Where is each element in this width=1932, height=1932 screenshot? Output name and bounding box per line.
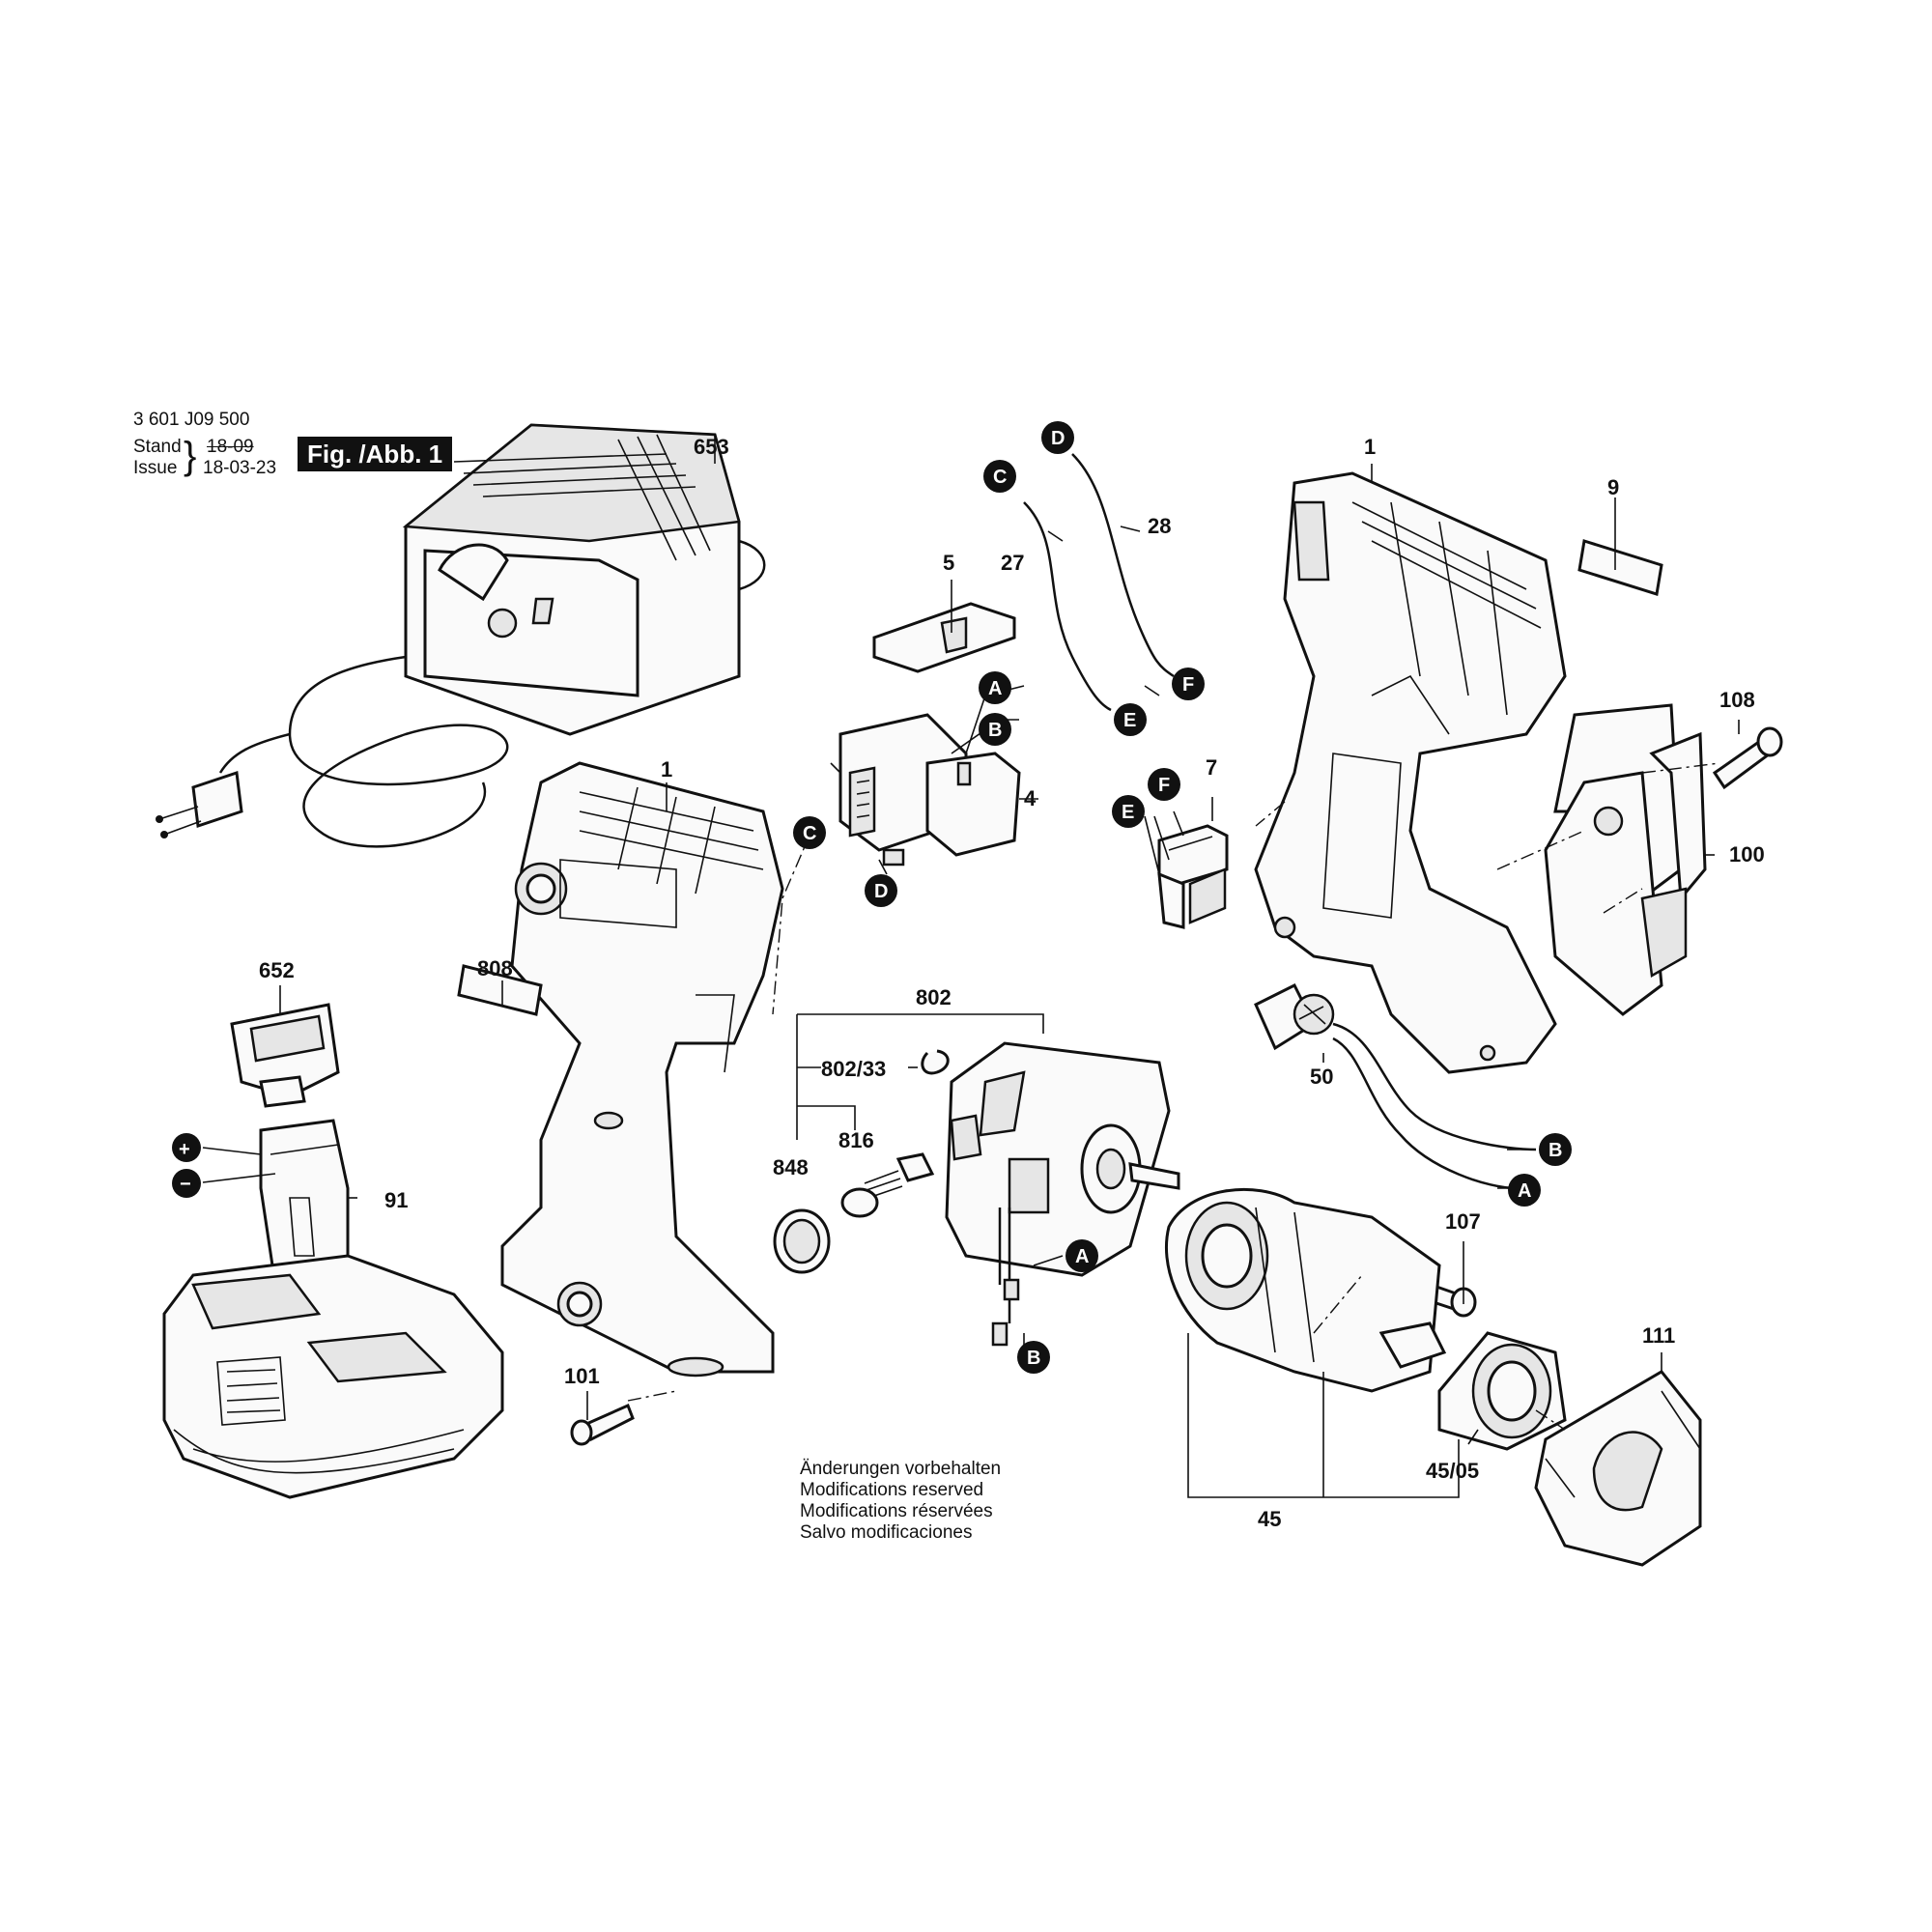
minus-symbol: −: [172, 1169, 201, 1198]
label-848: 848: [773, 1155, 809, 1179]
connector-a-switch: A: [979, 671, 1011, 704]
nameplate-drawing: [457, 964, 543, 1016]
connector-c-switch: C: [793, 816, 826, 849]
label-45-05: 45/05: [1426, 1459, 1479, 1483]
impact-mechanism-drawing: [1164, 1187, 1447, 1393]
label-4: 4: [1024, 786, 1037, 810]
issue-label: Issue: [133, 458, 178, 478]
label-9: 9: [1607, 475, 1619, 499]
cables-drawing: [1023, 453, 1175, 712]
label-45: 45: [1258, 1507, 1281, 1531]
brace: }: [184, 435, 197, 477]
svg-text:F: F: [1182, 674, 1194, 696]
old-date: 18-09: [207, 437, 254, 457]
label-802-33: 802/33: [821, 1057, 886, 1081]
sleeve-drawing: [1534, 1370, 1702, 1567]
label-1-right: 1: [1364, 435, 1376, 459]
connector-b-switch: B: [979, 713, 1011, 746]
svg-text:C: C: [993, 467, 1007, 488]
label-50: 50: [1310, 1065, 1333, 1089]
connector-a-motor: A: [1065, 1239, 1098, 1272]
svg-text:D: D: [874, 881, 888, 902]
figure-label: Fig. /Abb. 1: [298, 437, 453, 471]
label-7: 7: [1206, 755, 1217, 780]
svg-text:D: D: [1051, 428, 1065, 449]
note-de: Änderungen vorbehalten: [800, 1459, 1002, 1479]
label-1-left: 1: [661, 757, 672, 781]
label-816: 816: [838, 1128, 874, 1152]
label-101: 101: [564, 1364, 600, 1388]
note-fr: Modifications réservées: [800, 1501, 993, 1521]
label-653: 653: [694, 435, 729, 459]
screw-101-drawing: [570, 1403, 635, 1446]
label-5: 5: [943, 551, 954, 575]
connector-e-plug: E: [1112, 795, 1145, 828]
svg-text:E: E: [1123, 710, 1136, 731]
plus-symbol: +: [172, 1133, 201, 1162]
connector-d-switch: D: [865, 874, 897, 907]
svg-text:F: F: [1158, 775, 1170, 796]
connector-b-motor: B: [1017, 1341, 1050, 1374]
label-107: 107: [1445, 1209, 1481, 1234]
svg-text:E: E: [1122, 802, 1134, 823]
screw-108-drawing: [1712, 726, 1783, 790]
svg-text:+: +: [179, 1139, 190, 1160]
stand-label: Stand: [133, 437, 182, 457]
svg-text:B: B: [1027, 1348, 1040, 1369]
note-es: Salvo modificaciones: [800, 1522, 973, 1543]
label-100: 100: [1729, 842, 1765, 867]
svg-text:−: −: [180, 1174, 191, 1195]
label-28: 28: [1148, 514, 1171, 538]
label-108: 108: [1719, 688, 1755, 712]
part-labels: 653 27 28 5 4 1 1 9 108 100 7 50 808 652…: [259, 435, 1765, 1531]
label-802: 802: [916, 985, 952, 1009]
connector-f-cable: F: [1172, 668, 1205, 700]
connector-callouts: D C F E A B C D F E B A A B: [793, 421, 1572, 1374]
connector-d-top: D: [1041, 421, 1074, 454]
battery-drawing: [162, 1119, 504, 1499]
motor-drawing: [773, 1041, 1180, 1347]
svg-text:A: A: [988, 678, 1002, 699]
label-652: 652: [259, 958, 295, 982]
connector-a-led: A: [1508, 1174, 1541, 1207]
charger-drawing: [156, 423, 766, 848]
label-27: 27: [1001, 551, 1024, 575]
connector-7-drawing: [1157, 824, 1229, 929]
connector-e-cable: E: [1114, 703, 1147, 736]
connector-f-plug: F: [1148, 768, 1180, 801]
label-111: 111: [1642, 1323, 1675, 1348]
cap-drawing: [230, 1003, 340, 1108]
svg-text:A: A: [1518, 1180, 1531, 1202]
note-en: Modifications reserved: [800, 1480, 984, 1500]
led-module-drawing: [1254, 982, 1537, 1190]
new-date: 18-03-23: [203, 458, 277, 478]
svg-text:C: C: [803, 823, 816, 844]
connector-b-led: B: [1539, 1133, 1572, 1166]
alignment-lines: [627, 762, 1720, 1431]
label-91: 91: [384, 1188, 408, 1212]
switch-drawing: [838, 602, 1021, 867]
svg-text:B: B: [1548, 1140, 1562, 1161]
connector-c-top: C: [983, 460, 1016, 493]
cover-drawing: [1437, 1331, 1567, 1451]
document-number: 3 601 J09 500: [133, 410, 250, 430]
svg-text:A: A: [1075, 1246, 1089, 1267]
housing-right-drawing: [1254, 471, 1567, 1074]
label-9-drawing: [1577, 539, 1663, 596]
label-808: 808: [477, 956, 513, 980]
modification-notes: Änderungen vorbehalten Modifications res…: [800, 1459, 1001, 1544]
belt-clip-drawing: [1544, 703, 1707, 1016]
battery-polarity-symbols: + −: [172, 1133, 201, 1198]
svg-text:B: B: [988, 720, 1002, 741]
housing-left-drawing: [500, 761, 784, 1378]
